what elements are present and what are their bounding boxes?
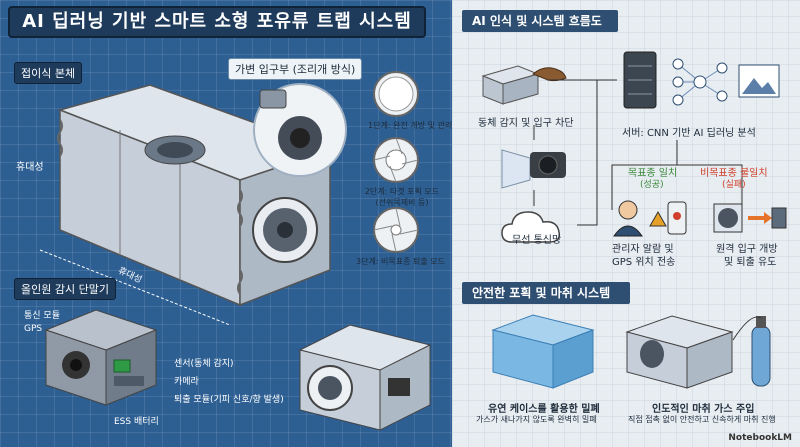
server-icon (623, 51, 657, 109)
stage-2-iris-icon (373, 137, 419, 183)
repel-module-label: 퇴출 모듈(기피 신호/향 발생) (174, 395, 284, 405)
terminal-illustration (44, 309, 158, 406)
match-label: 목표종 일치 (628, 168, 678, 179)
variable-entrance-label: 가변 입구부 (조리개 방식) (228, 58, 363, 80)
image-icon (738, 64, 780, 98)
comm-module-label: 통신 모듈 (24, 311, 60, 321)
stage-1-label: 1단계: 완전 개방 및 관리 (368, 121, 453, 130)
detect-caption: 동체 감지 및 입구 차단 (478, 118, 574, 129)
seal-caption: 유연 케이스를 활용한 밀폐 (488, 404, 600, 415)
mismatch-sub: (실패) (722, 180, 746, 190)
seal-sub: 가스가 새나가지 않도록 완벽히 밀폐 (476, 415, 597, 424)
remote-caption-line2: 및 퇴출 유도 (724, 257, 777, 268)
animal-trap-icon (481, 65, 567, 105)
ess-battery-label: ESS 배터리 (114, 417, 159, 427)
flow-section-title: AI 인식 및 시스템 흐름도 (462, 10, 618, 32)
sealed-case-illustration (491, 314, 595, 389)
gps-label: GPS (24, 324, 43, 334)
flow-connectors (533, 79, 743, 226)
wireless-caption: 무선 통신망 (512, 235, 562, 246)
brand-watermark: NotebookLM (728, 433, 792, 443)
remote-caption-line1: 원격 입구 개방 (716, 244, 778, 255)
wireless-cloud-icon (501, 211, 561, 243)
server-caption: 서버: CNN 기반 AI 딥러닝 분석 (622, 128, 756, 139)
stage-2-label: 2단계: 타겟 포획 모드 (선쉬목제비 등) (364, 187, 440, 207)
gas-caption: 인도적인 마취 가스 주입 (652, 404, 755, 415)
camera-icon (501, 149, 566, 189)
safe-section-title: 안전한 포획 및 마취 시스템 (462, 282, 630, 304)
terminal-label: 올인원 감시 단말기 (14, 278, 116, 300)
gas-injection-illustration (625, 315, 771, 389)
admin-alert-icon (613, 200, 687, 237)
stage-3-label: 3단계: 비목표종 퇴출 모드 (356, 257, 446, 266)
folded-trap-illustration (298, 324, 432, 431)
camera-label: 카메라 (174, 377, 199, 387)
match-sub: (성공) (640, 180, 664, 190)
portable-label-vertical: 휴대성 (16, 162, 44, 173)
foldable-body-label: 접이식 본체 (14, 62, 83, 84)
page-title: AI 딥러닝 기반 스마트 소형 포유류 트랩 시스템 (8, 6, 426, 38)
stage-1-iris-icon (373, 71, 419, 117)
stage-3-iris-icon (373, 207, 419, 253)
mismatch-label: 비목표종 불일치 (700, 168, 768, 179)
admin-caption-line1: 관리자 알람 및 (612, 244, 674, 255)
admin-caption-line2: GPS 위치 전송 (612, 257, 676, 268)
iris-entrance-zoom (253, 83, 347, 177)
remote-open-icon (713, 203, 787, 233)
neural-net-icon (672, 58, 728, 106)
gas-sub: 직접 접촉 없이 안전하고 신속하게 마취 진행 (628, 415, 776, 424)
sensor-label: 센서(동체 감지) (174, 359, 234, 369)
